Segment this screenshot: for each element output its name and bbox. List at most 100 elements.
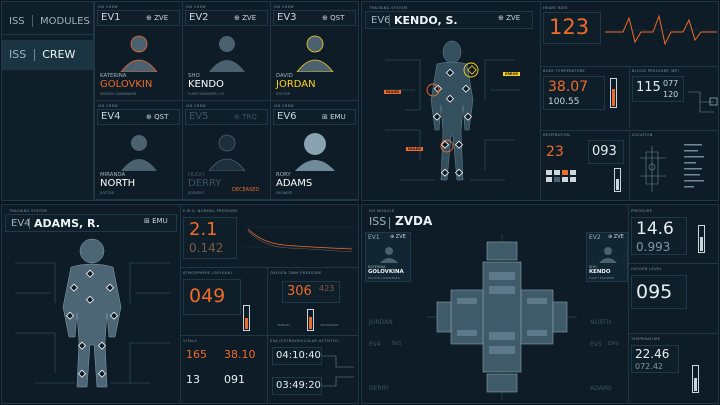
oxygen-primary-label: PRIMARY: [277, 323, 291, 327]
crew-role: MISSION COMMANDER: [368, 276, 400, 280]
oxygen-value: 095: [636, 281, 673, 303]
vitals-tag: VITALS: [183, 339, 197, 343]
module-badge: ⊕ ZVE: [608, 234, 624, 240]
module-crew-left[interactable]: EV1 ⊕ ZVE KATERINA GOLOVKINA MISSION COM…: [365, 232, 411, 282]
pressure-tag: PRESSURE: [631, 209, 653, 213]
module-code: ZVE: [154, 14, 169, 22]
atmosphere-card: 049: [183, 279, 241, 315]
module-code: QST: [154, 113, 169, 121]
ghost-item: DERRY: [369, 385, 390, 392]
crew-code: EV5: [189, 111, 209, 122]
crew-first-name: SHO: [589, 265, 597, 269]
module-code: EMU: [330, 113, 346, 121]
crew-tag: ISS CREW: [186, 5, 206, 9]
pressure-sub: 0.993: [636, 240, 671, 254]
blood-pressure-sub2: 120: [663, 90, 679, 99]
body-temp-sub: 100.55: [548, 97, 580, 107]
crew-card-ev5[interactable]: ISS CREW EV5 ⊕ TRQ HUGH DERRY SCIENTIST …: [182, 101, 270, 200]
crosshair-icon: ⊕: [234, 113, 240, 121]
tracking-tag: TRACKING SYSTEM: [9, 209, 48, 213]
module-badge[interactable]: ⊞ EMU: [144, 217, 168, 225]
oxygen-tank-value: 306: [287, 284, 312, 299]
crew-last-name: KENDO: [188, 79, 224, 90]
crew-code: EV3: [277, 12, 297, 23]
crew-role: FLIGHT ENGINEER / 03: [188, 92, 224, 96]
respiration-secondary-card: 093: [588, 140, 624, 164]
module-code: ZVE: [506, 14, 521, 22]
module-badge[interactable]: ⊕ TRQ: [234, 113, 257, 121]
nav-modules-label: MODULES: [40, 16, 90, 27]
body-tracking-figure: [385, 40, 520, 181]
suit-tracking-figure: [15, 238, 170, 388]
tracking-adams-panel: TRACKING SYSTEM EV4 ADAMS, R. ⊞ EMU E.M.…: [1, 204, 359, 404]
crew-card-ev2[interactable]: ISS CREW EV2 ⊕ ZVE SHO KENDO FLIGHT ENGI…: [182, 2, 270, 101]
temperature-value: 22.46: [635, 347, 670, 361]
crew-last-name: KENDO: [589, 269, 611, 275]
crew-first-name: DAVID: [276, 73, 293, 79]
pressure-value: 14.6: [636, 219, 674, 239]
nav-modules[interactable]: ISS MODULES: [2, 9, 94, 35]
module-badge[interactable]: ⊞ EMU: [322, 113, 346, 121]
suit-pressure-tag: E.M.U. NORMAL PRESSURE: [183, 209, 238, 213]
crew-panel: ISS MODULES ISS CREW ISS CREW EV1 ⊕ ZVE …: [1, 1, 359, 201]
module-crew-right[interactable]: EV2 ⊕ ZVE SHO KENDO FLIGHT ENGINEER: [586, 232, 628, 282]
crew-role: MISSION COMMANDER: [100, 92, 137, 96]
tracking-tag: TRACKING SYSTEM: [369, 6, 408, 10]
crew-card-header: EV3 ⊕ QST: [273, 10, 356, 26]
module-ghost-list-right: NORTH EV5 EMU ADAMS: [586, 285, 628, 401]
crew-tag: ISS CREW: [274, 104, 294, 108]
crew-card-header: EV4 ⊕ QST: [97, 109, 180, 125]
crew-role: ENGINEER: [276, 191, 293, 195]
crew-grid: ISS CREW EV1 ⊕ ZVE KATERINA GOLOVKIN MIS…: [94, 2, 358, 200]
crew-last-name: ADAMS: [276, 178, 313, 189]
nav-crew[interactable]: ISS CREW: [2, 40, 94, 70]
crew-card-header: EV2 ⊕ ZVE: [185, 10, 268, 26]
heart-rate-card: 123: [543, 12, 601, 44]
eva-timer-1-card: 04:10:40: [272, 347, 322, 365]
crew-first-name: MIRANDA: [100, 172, 126, 178]
vitals-value-4: 091: [224, 373, 245, 386]
nav-crew-label: CREW: [42, 48, 76, 61]
module-schematic: [427, 234, 577, 400]
respiration-secondary-value: 093: [592, 144, 617, 159]
blood-pressure-card: 115 077 120: [632, 76, 684, 102]
crew-silhouette-icon: [121, 135, 157, 171]
crew-card-ev1[interactable]: ISS CREW EV1 ⊕ ZVE KATERINA GOLOVKIN MIS…: [94, 2, 182, 101]
ghost-item: EMU: [608, 341, 620, 347]
crew-silhouette-icon: [209, 36, 245, 72]
module-badge[interactable]: ⊕ ZVE: [234, 14, 256, 22]
suit-pressure-value: 2.1: [189, 219, 218, 240]
module-code: ZVE: [242, 14, 257, 22]
module-badge[interactable]: ⊕ ZVE: [498, 14, 520, 22]
body-temp-card: 38.07 100.55: [543, 76, 605, 110]
module-code: TRQ: [242, 113, 257, 121]
ghost-item: ADAMS: [590, 385, 612, 392]
crew-code: EV1: [101, 12, 121, 23]
ghost-item: TRQ: [391, 341, 402, 347]
module-badge[interactable]: ⊕ QST: [322, 14, 344, 22]
crew-card-ev6[interactable]: ISS CREW EV6 ⊞ EMU RORY ADAMS ENGINEER: [270, 101, 358, 200]
crew-silhouette-icon: [208, 134, 246, 171]
location-tag: LOCATION: [632, 133, 653, 137]
crew-tag: ISS CREW: [98, 104, 118, 108]
crew-tag: ISS CREW: [186, 104, 206, 108]
crew-silhouette-icon: [295, 133, 335, 171]
body-temp-value: 38.07: [548, 79, 589, 95]
crew-card-header: EV1 ⊕ ZVE: [97, 10, 180, 26]
temperature-gauge: [692, 365, 699, 393]
crew-card-ev4[interactable]: ISS CREW EV4 ⊕ QST MIRANDA NORTH DOCTOR: [94, 101, 182, 200]
module-badge[interactable]: ⊕ QST: [146, 113, 168, 121]
tracking-kendo-panel: TRACKING SYSTEM EV6 KENDO, S. ⊕ ZVE: [361, 1, 719, 201]
crew-last-name: GOLOVKIN: [100, 79, 153, 90]
sidebar: ISS MODULES ISS CREW: [2, 2, 94, 200]
module-header: ISS ZVDA: [365, 214, 625, 232]
crew-card-ev3[interactable]: ISS CREW EV3 ⊕ QST DAVID JORDAN DOCTOR: [270, 2, 358, 101]
nav-iss-label: ISS: [9, 16, 25, 27]
crew-silhouette-icon: [599, 247, 617, 263]
blood-pressure-tag: BLOOD PRESSURE (BP): [632, 69, 680, 73]
module-badge[interactable]: ⊕ ZVE: [146, 14, 168, 22]
ghost-item: NORTH: [590, 319, 612, 326]
crew-code: EV4: [11, 218, 31, 229]
crew-silhouette-icon: [296, 35, 334, 72]
module-badge: ⊕ ZVE: [390, 234, 406, 240]
